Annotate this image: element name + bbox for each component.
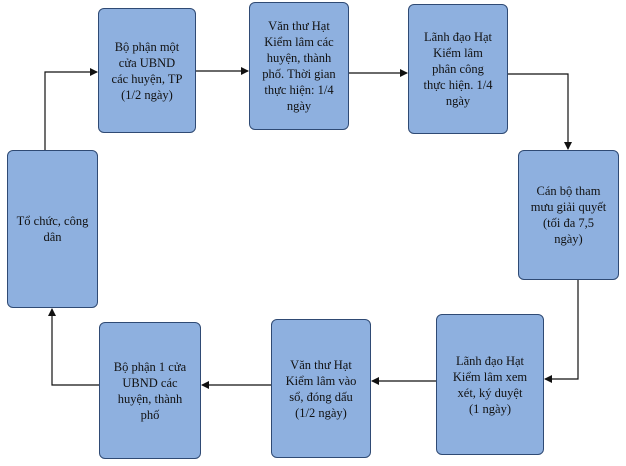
arrow-n8-to-n1	[44, 68, 98, 150]
node-label: Tổ chức, công dân	[16, 214, 89, 244]
step-node-clerk-register-stamp: Văn thư Hạt Kiểm lâm vào sổ, đóng dấu (1…	[271, 319, 371, 458]
arrow-n3-to-n4	[508, 73, 572, 150]
step-node-forest-clerk: Văn thư Hạt Kiểm lâm các huyện, thành ph…	[249, 2, 349, 130]
step-node-forest-leader-approve: Lãnh đạo Hạt Kiểm lâm xem xét, ký duyệt …	[436, 314, 544, 455]
node-label: Bộ phận một cửa UBND các huyện, TP (1/2 …	[111, 39, 183, 102]
node-label: Văn thư Hạt Kiểm lâm các huyện, thành ph…	[262, 19, 336, 113]
step-node-one-stop-return: Bộ phận 1 cửa UBND các huyện, thành phố	[99, 322, 201, 459]
node-label: Cán bộ tham mưu giải quyết (tối đa 7,5 n…	[530, 184, 607, 246]
step-node-officer-advise: Cán bộ tham mưu giải quyết (tối đa 7,5 n…	[518, 150, 619, 280]
node-label: Bộ phận 1 cửa UBND các huyện, thành phố	[113, 359, 187, 422]
step-node-forest-leader-assign: Lãnh đạo Hạt Kiểm lâm phân công thực hiệ…	[408, 4, 508, 134]
node-label: Lãnh đạo Hạt Kiểm lâm xem xét, ký duyệt …	[452, 353, 528, 416]
node-label: Lãnh đạo Hạt Kiểm lâm phân công thực hiệ…	[423, 30, 493, 108]
arrow-n7-to-n8	[48, 308, 99, 386]
node-label: Văn thư Hạt Kiểm lâm vào sổ, đóng dấu (1…	[285, 357, 357, 420]
arrow-n4-to-n5	[544, 280, 579, 383]
step-node-citizen: Tổ chức, công dân	[7, 150, 98, 308]
step-node-one-stop-department: Bộ phận một cửa UBND các huyện, TP (1/2 …	[98, 8, 196, 133]
